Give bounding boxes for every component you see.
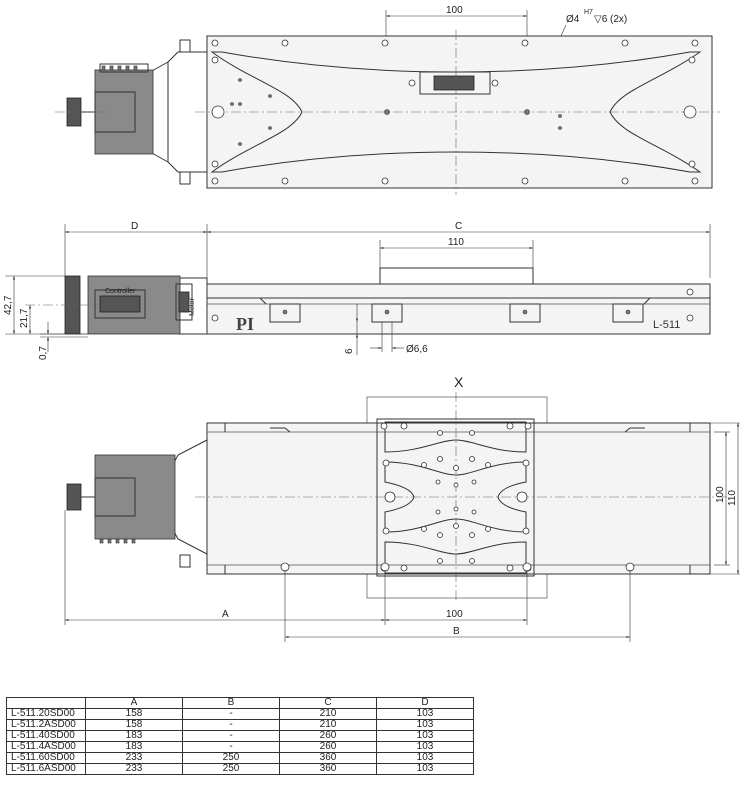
table-header-row: A B C D (6, 697, 474, 709)
hole-spec-depth: ▽6 (2x) (594, 14, 627, 25)
pi-logo: PI (236, 314, 254, 334)
table-cell: 103 (376, 741, 474, 753)
dim-vert-100: 100 (715, 486, 726, 503)
table-cell: 183 (85, 730, 183, 742)
table-cell: L-511.20SD00 (6, 708, 86, 720)
table-cell: - (182, 730, 280, 742)
table-cell: - (182, 719, 280, 731)
side-view: D C 110 PI L-511 (3, 221, 711, 360)
dim-vert-110: 110 (727, 490, 738, 506)
table-cell: - (182, 708, 280, 720)
side-pads (269, 303, 644, 323)
table-cell: L-511.6ASD00 (6, 763, 86, 775)
dim-dia-6-6: Ø6,6 (406, 344, 428, 355)
table-cell: 103 (376, 708, 474, 720)
table-cell: 103 (376, 730, 474, 742)
table-cell: L-511.40SD00 (6, 730, 86, 742)
technical-drawing: 100 Ø4 H7 ▽6 (2x) (3, 5, 740, 642)
model-label: L-511 (653, 319, 680, 331)
table-cell: 103 (376, 719, 474, 731)
table-cell: 233 (85, 763, 183, 775)
table-cell: 260 (279, 730, 377, 742)
table-cell: 260 (279, 741, 377, 753)
dimension-table: A B C D L-511.20SD00 158 - 210 103 L-511… (6, 697, 474, 775)
table-row: L-511.4ASD00 183 - 260 103 (6, 741, 474, 753)
table-cell: 210 (279, 708, 377, 720)
table-header-cell: D (376, 697, 474, 709)
table-cell: - (182, 741, 280, 753)
table-header-cell: C (279, 697, 377, 709)
table-row: L-511.20SD00 158 - 210 103 (6, 708, 474, 720)
table-cell: 233 (85, 752, 183, 764)
table-cell: 360 (279, 763, 377, 775)
table-header-cell: B (182, 697, 280, 709)
dim-d-label: D (131, 221, 138, 232)
table-cell: L-511.4ASD00 (6, 741, 86, 753)
table-cell: 158 (85, 708, 183, 720)
table-cell: L-511.60SD00 (6, 752, 86, 764)
dim-h-21-7: 21,7 (19, 308, 30, 328)
bottom-pins (99, 538, 136, 544)
table-row: L-511.40SD00 183 - 260 103 (6, 730, 474, 742)
motor-label: Motor (189, 297, 196, 316)
table-cell: 250 (182, 752, 280, 764)
table-row: L-511.2ASD00 158 - 210 103 (6, 719, 474, 731)
dim-table-110: 110 (448, 237, 464, 248)
table-header-cell: A (85, 697, 183, 709)
table-cell: 250 (182, 763, 280, 775)
controller-label: Controller (105, 288, 136, 295)
table-cell: L-511.2ASD00 (6, 719, 86, 731)
table-cell: 158 (85, 719, 183, 731)
table-cell: 183 (85, 741, 183, 753)
dim-h-42-7: 42,7 (3, 295, 14, 315)
dim-top-100: 100 (446, 5, 463, 16)
table-cell: 210 (279, 719, 377, 731)
view-x-label: X (454, 374, 464, 390)
dim-b-label: B (453, 626, 460, 637)
top-holes (211, 39, 699, 185)
bottom-view: X (64, 374, 740, 642)
hole-spec-tol: H7 (584, 9, 593, 16)
top-pins (101, 65, 138, 71)
hole-spec-dia: Ø4 (566, 14, 580, 25)
base-holes (224, 423, 691, 574)
top-view: 100 Ø4 H7 ▽6 (2x) (55, 5, 720, 195)
dim-bottom-100: 100 (446, 609, 463, 620)
table-cell: 103 (376, 763, 474, 775)
table-row: L-511.6ASD00 233 250 360 103 (6, 763, 474, 775)
table-row: L-511.60SD00 233 250 360 103 (6, 752, 474, 764)
table-header-cell (6, 697, 86, 709)
dim-6: 6 (344, 348, 355, 354)
table-cell: 360 (279, 752, 377, 764)
dim-a-label: A (222, 609, 229, 620)
table-cell: 103 (376, 752, 474, 764)
dim-h-0-7: 0,7 (38, 346, 49, 360)
dim-c-label: C (455, 221, 462, 232)
